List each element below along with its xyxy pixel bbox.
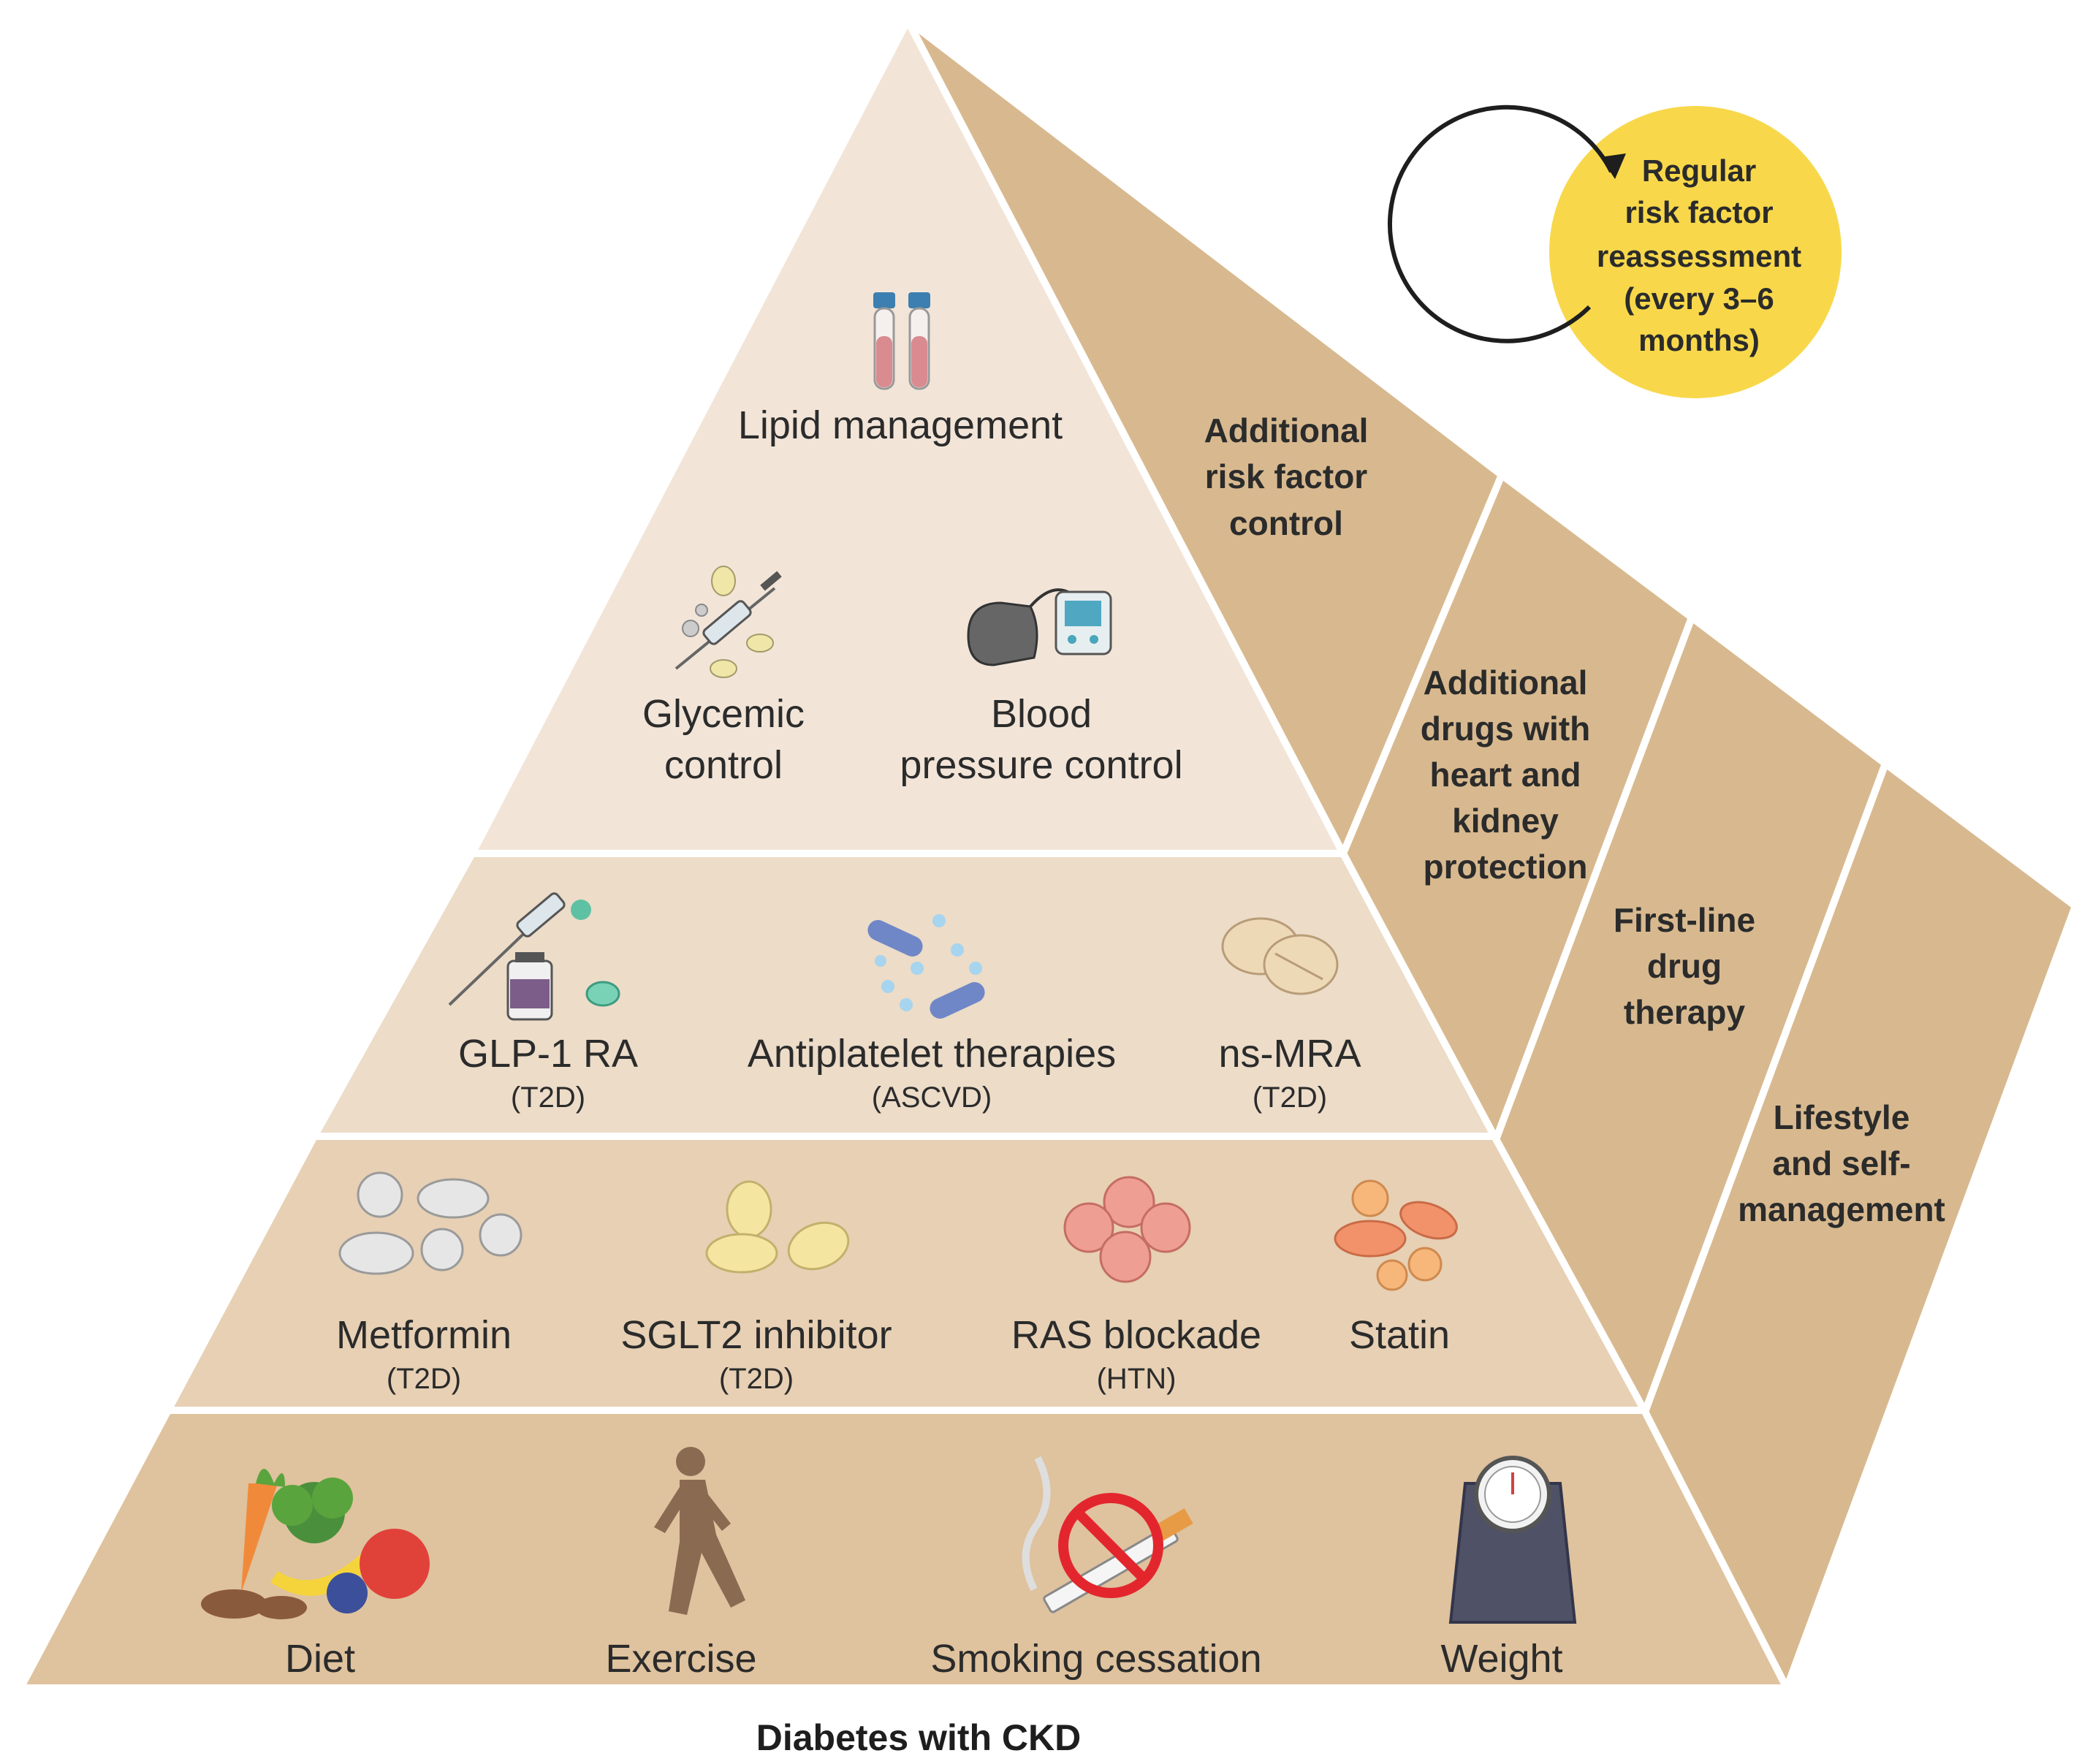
side-label-drugs-line-4: kidney <box>1452 802 1559 840</box>
side-label-first-line-line-3: therapy <box>1624 993 1746 1031</box>
ras-blockade-label: RAS blockade <box>1011 1313 1261 1357</box>
smoking-cessation-label: Smoking cessation <box>930 1637 1261 1681</box>
side-label-risk-factor-line-2: risk factor <box>1205 457 1368 495</box>
side-label-drugs-line-1: Additional <box>1424 664 1588 702</box>
blood-pressure-label-line-2: pressure control <box>900 743 1182 787</box>
reassessment-line-2: risk factor <box>1624 195 1773 229</box>
glp1-injection-icon <box>448 892 620 1021</box>
side-face <box>904 18 2080 1698</box>
glycemic-control-label-line-1: Glycemic <box>642 692 805 736</box>
yellow-pills-icon <box>705 1180 850 1274</box>
reassessment-arrow-icon <box>1387 104 1614 343</box>
white-pills-icon <box>338 1171 522 1275</box>
test-tubes-icon <box>873 292 930 390</box>
exercise-label: Exercise <box>605 1637 756 1681</box>
orange-pills-icon <box>1334 1179 1458 1291</box>
runner-icon <box>654 1447 745 1615</box>
metformin-sublabel: (T2D) <box>387 1363 461 1395</box>
fruit-vegetables-icon <box>201 1469 430 1619</box>
glycemic-control-label-line-2: control <box>664 743 783 787</box>
blood-pressure-label-line-1: Blood <box>991 692 1092 736</box>
sglt2-sublabel: (T2D) <box>719 1363 794 1395</box>
ns-mra-label: ns-MRA <box>1218 1032 1361 1076</box>
reassessment-line-5: months) <box>1638 323 1760 357</box>
pink-pills-icon <box>1063 1176 1191 1283</box>
reassessment-circle <box>1549 106 1842 398</box>
metformin-label: Metformin <box>336 1313 512 1357</box>
reassessment-line-1: Regular <box>1642 153 1756 188</box>
statin-label: Statin <box>1349 1313 1450 1357</box>
diagram-caption: Diabetes with CKD <box>756 1717 1082 1758</box>
glp1-ra-label: GLP-1 RA <box>458 1032 638 1076</box>
blood-pressure-monitor-icon <box>967 588 1112 666</box>
sglt2-label: SGLT2 inhibitor <box>620 1313 892 1357</box>
side-label-lifestyle: Lifestyle and self- management <box>1738 1098 1945 1228</box>
side-label-additional-drugs: Additional drugs with heart and kidney p… <box>1421 664 1591 886</box>
reassessment-line-3: reassessment <box>1597 239 1801 273</box>
no-smoking-icon <box>1022 1456 1193 1613</box>
glp1-ra-sublabel: (T2D) <box>511 1081 585 1114</box>
side-label-first-line-line-1: First-line <box>1614 901 1755 939</box>
side-label-risk-factor: Additional risk factor control <box>1204 411 1369 542</box>
antiplatelet-label: Antiplatelet therapies <box>748 1032 1116 1076</box>
side-label-risk-factor-line-1: Additional <box>1204 411 1369 449</box>
syringe-pills-icon <box>674 566 782 678</box>
weight-label: Weight <box>1440 1637 1562 1681</box>
side-label-drugs-line-3: heart and <box>1429 756 1581 794</box>
side-label-drugs-line-2: drugs with <box>1421 710 1591 748</box>
capsules-icon <box>867 914 985 1019</box>
reassessment-line-4: (every 3–6 <box>1624 281 1774 316</box>
ns-mra-sublabel: (T2D) <box>1253 1081 1327 1114</box>
tier-base <box>14 1407 1793 1692</box>
side-label-first-line-line-2: drug <box>1647 947 1722 985</box>
front-face <box>14 12 1793 1692</box>
side-label-lifestyle-line-2: and self- <box>1772 1144 1910 1182</box>
reassessment-arrowhead-icon <box>1600 153 1626 179</box>
ras-blockade-sublabel: (HTN) <box>1097 1363 1177 1395</box>
side-label-lifestyle-line-1: Lifestyle <box>1774 1098 1910 1136</box>
side-label-drugs-line-5: protection <box>1424 848 1588 886</box>
lipid-management-label: Lipid management <box>738 403 1063 447</box>
antiplatelet-sublabel: (ASCVD) <box>872 1081 992 1114</box>
side-label-lifestyle-line-3: management <box>1738 1190 1945 1228</box>
diet-label: Diet <box>285 1637 355 1681</box>
reassessment-badge: Regular risk factor reassessment (every … <box>1387 104 1842 398</box>
side-label-first-line: First-line drug therapy <box>1614 901 1755 1031</box>
side-label-risk-factor-line-3: control <box>1229 504 1343 542</box>
scale-icon <box>1448 1456 1577 1624</box>
tablets-icon <box>1221 917 1339 995</box>
